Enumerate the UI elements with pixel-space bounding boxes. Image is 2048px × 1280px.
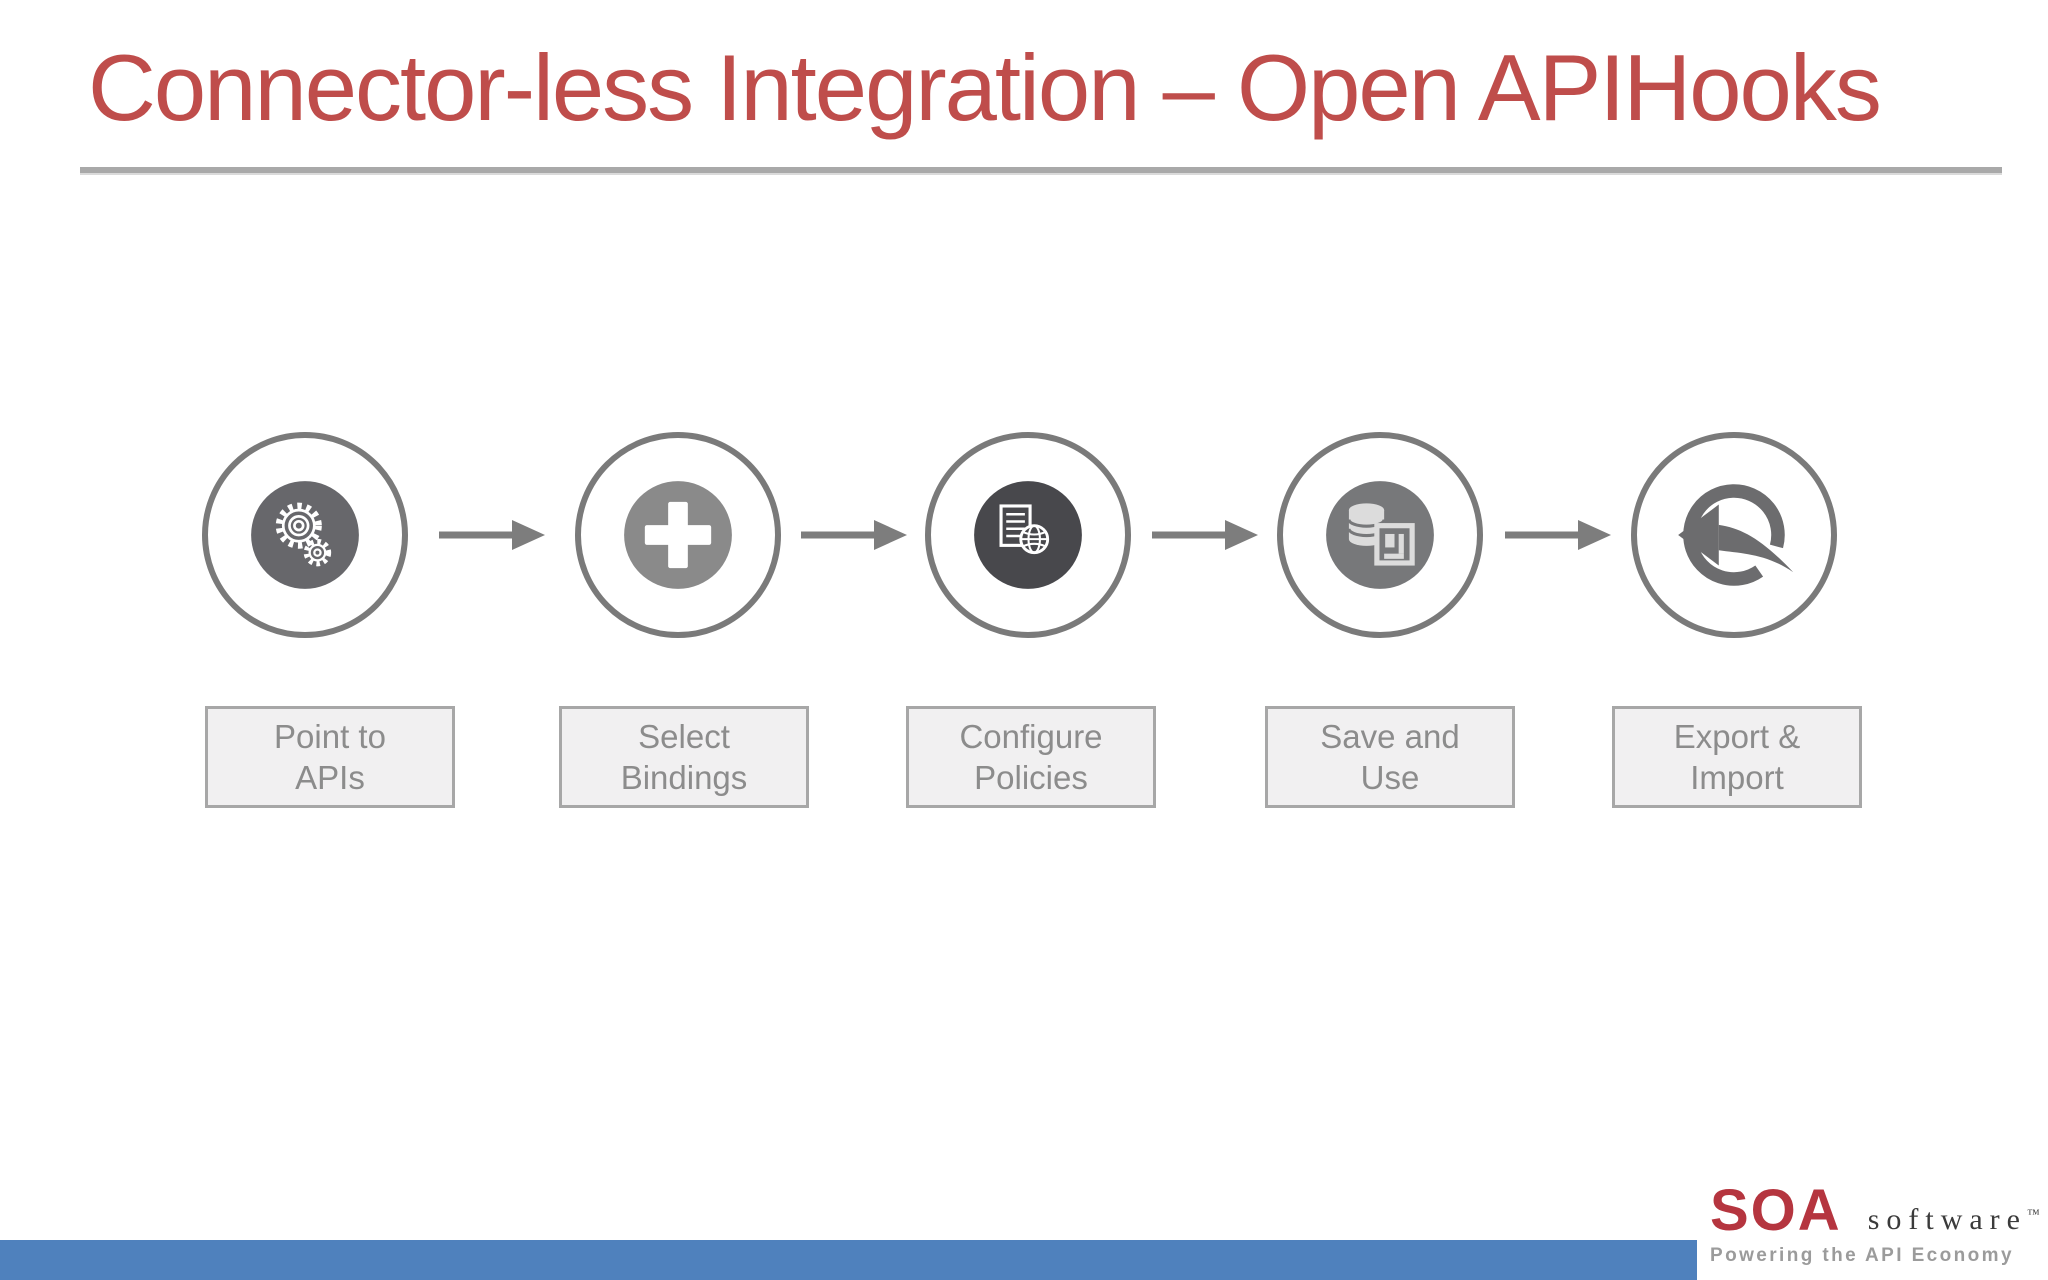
step-label-line: Configure xyxy=(959,718,1103,755)
policy-document-icon xyxy=(974,481,1082,589)
step-label-line: Point to xyxy=(274,718,386,755)
step-label-line: Select xyxy=(638,718,730,755)
title-divider xyxy=(80,167,2002,175)
step-label-line: APIs xyxy=(295,759,365,796)
step-label-box-select-bindings: Select Bindings xyxy=(559,706,809,808)
arrow-right-icon xyxy=(1505,520,1611,550)
step-circle-select-bindings xyxy=(575,432,781,638)
footer-accent-bar xyxy=(0,1240,1697,1280)
step-label-line: Use xyxy=(1360,759,1420,796)
step-label-box-configure-policies: Configure Policies xyxy=(906,706,1156,808)
step-label-line: Bindings xyxy=(620,759,748,796)
soa-software-logo: SOA software™ Powering the API Economy xyxy=(1710,1178,2040,1267)
arrow-right-icon xyxy=(439,520,545,550)
step-label-line: Export & xyxy=(1673,718,1801,755)
database-icon xyxy=(1326,481,1434,589)
step-label-line: Save and xyxy=(1320,718,1460,755)
logo-software-word: software xyxy=(1867,1203,2027,1236)
step-circle-save-and-use xyxy=(1277,432,1483,638)
export-arrow-icon xyxy=(1678,484,1794,586)
arrow-right-icon xyxy=(801,520,907,550)
arrow-right-icon xyxy=(1152,520,1258,550)
gears-icon xyxy=(251,481,359,589)
step-label-box-point-to-apis: Point to APIs xyxy=(205,706,455,808)
logo-tagline: Powering the API Economy xyxy=(1710,1245,2014,1266)
step-circle-point-to-apis xyxy=(202,432,408,638)
slide-title: Connector-less Integration – Open APIHoo… xyxy=(88,35,1882,140)
step-circle-configure-policies xyxy=(925,432,1131,638)
logo-trademark: ™ xyxy=(2026,1206,2040,1221)
step-label-line: Import xyxy=(1690,759,1784,796)
logo-software-text: software™ xyxy=(1868,1203,2040,1240)
step-label-box-export-import: Export & Import xyxy=(1612,706,1862,808)
step-label-box-save-and-use: Save and Use xyxy=(1265,706,1515,808)
logo-soa-text: SOA xyxy=(1710,1178,1842,1243)
plus-icon xyxy=(624,481,732,589)
step-circle-export-import xyxy=(1631,432,1837,638)
step-label-line: Policies xyxy=(974,759,1088,796)
logo-row: SOA software™ xyxy=(1710,1178,2040,1243)
